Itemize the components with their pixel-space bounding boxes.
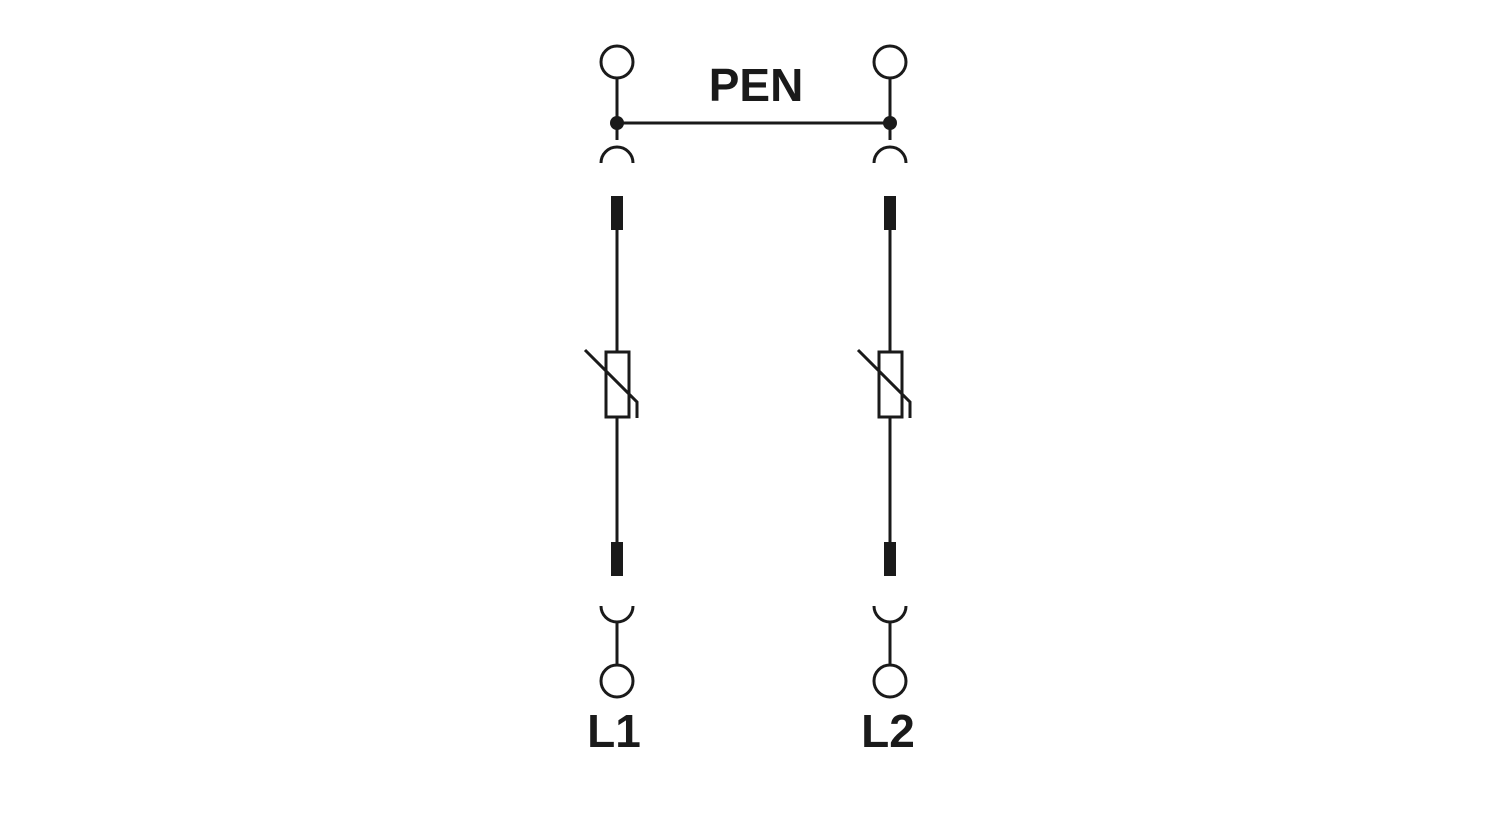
junction-dot-l2 [883, 116, 897, 130]
varistor-slash-l2 [856, 348, 912, 418]
plug-contact-bottom-l1 [599, 605, 635, 624]
contact-block-bottom-l2 [884, 542, 896, 576]
contact-block-bottom-l1 [611, 542, 623, 576]
terminal-bottom-l2 [872, 663, 908, 699]
l1-label: L1 [587, 705, 641, 757]
branch-l2: L2 [856, 44, 915, 757]
terminal-bottom-l1 [599, 663, 635, 699]
plug-contact-bottom-l2 [872, 605, 908, 624]
junction-dot-l1 [610, 116, 624, 130]
plug-contact-top-l2 [872, 145, 908, 164]
varistor-l2 [856, 348, 912, 419]
branch-l1: L1 [583, 44, 641, 757]
l2-label: L2 [861, 705, 915, 757]
contact-block-top-l2 [884, 196, 896, 230]
contact-block-top-l1 [611, 196, 623, 230]
terminal-top-l2 [872, 44, 908, 80]
plug-contact-top-l1 [599, 145, 635, 164]
terminal-top-l1 [599, 44, 635, 80]
varistor-l1 [583, 348, 639, 419]
pen-label: PEN [709, 59, 804, 111]
varistor-slash-l1 [583, 348, 639, 418]
